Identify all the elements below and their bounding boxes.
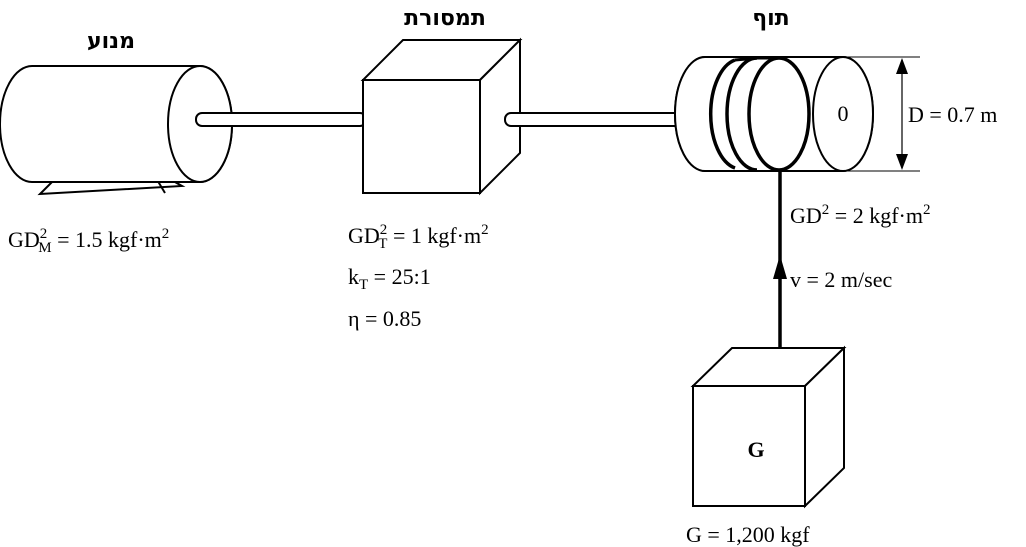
velocity-arrow [773, 255, 787, 279]
dimension-arrow-down [896, 154, 908, 170]
velocity-label: v = 2 m/sec [790, 267, 892, 292]
motor [0, 65, 233, 196]
rope-winding-2 [725, 56, 758, 172]
gearbox-efficiency-label: η = 0.85 [348, 306, 421, 331]
rope-winding-1 [708, 58, 736, 170]
drum: 0 [674, 56, 874, 172]
drum-center-label: 0 [838, 101, 849, 126]
drum-gd2-label: GD2 = 2 kgf·m2 [790, 202, 930, 228]
load: G [690, 345, 847, 509]
load-front [692, 385, 806, 507]
gearbox-ratio-label: kT = 25:1 [348, 264, 431, 293]
drum-diameter-label: D = 0.7 m [908, 102, 997, 127]
drum-title: תוף [752, 6, 789, 31]
motor-title: מנוע [87, 29, 135, 54]
gearbox [360, 37, 523, 196]
gearbox-front [362, 79, 481, 194]
rope-winding-3 [747, 56, 780, 172]
load-symbol: G [747, 437, 764, 462]
gearbox-title: תמסורת [404, 6, 486, 31]
load-weight-label: G = 1,200 kgf [686, 522, 810, 547]
diameter-dimension [843, 56, 920, 172]
motor-shaft [195, 112, 367, 127]
rope [773, 170, 787, 378]
dimension-arrow-up [896, 58, 908, 74]
